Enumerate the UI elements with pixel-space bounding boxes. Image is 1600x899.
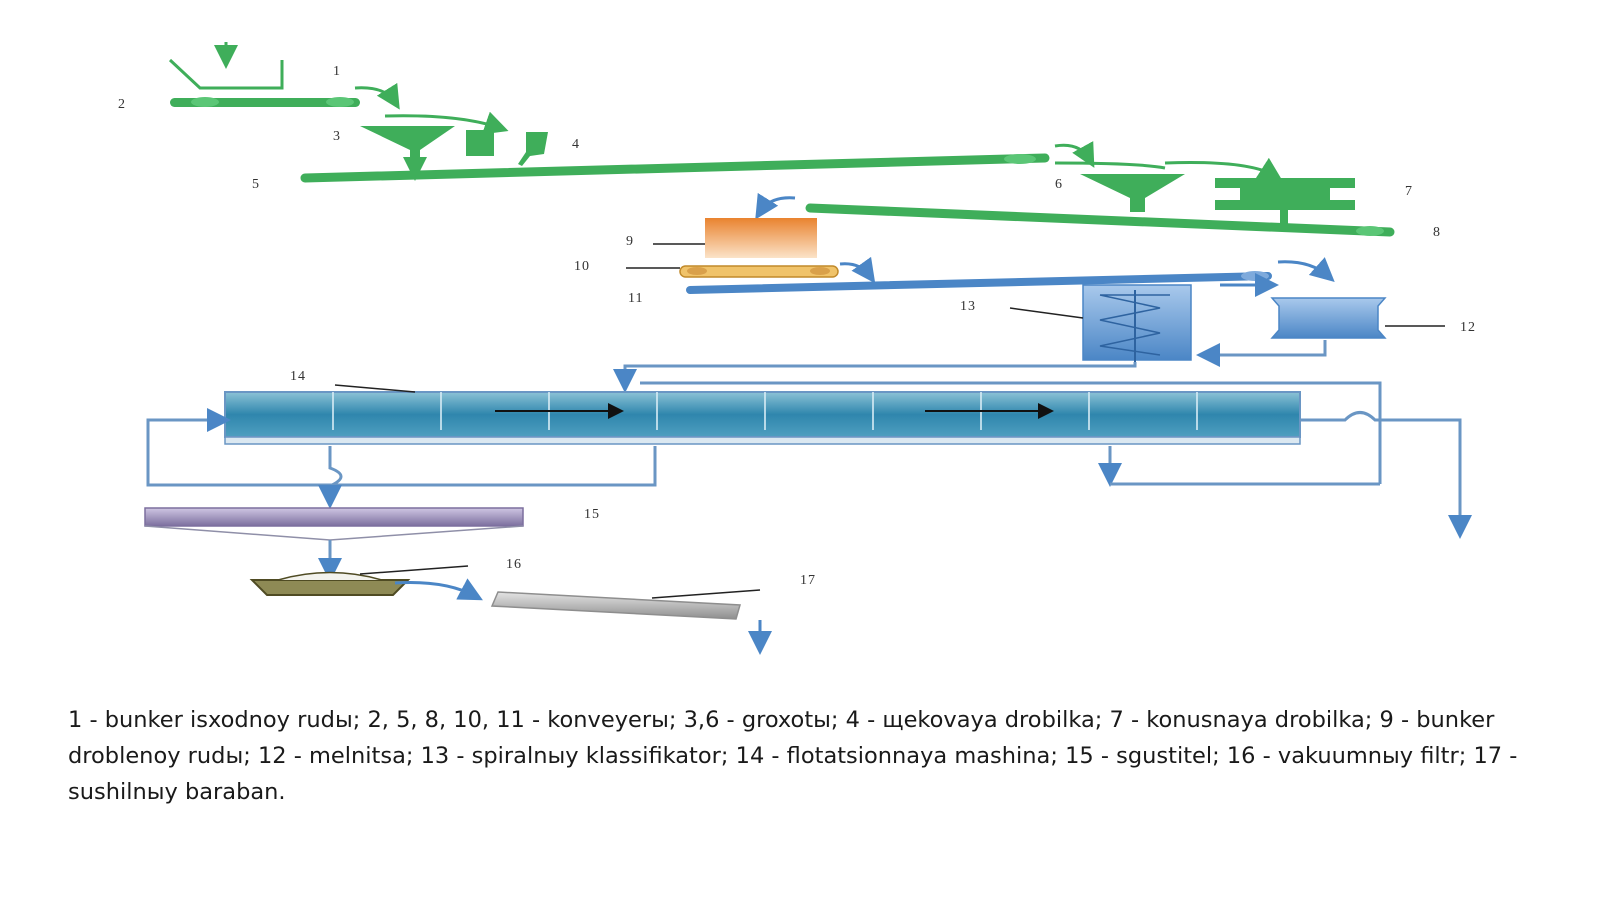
label-8: 8 [1433, 225, 1441, 240]
label-6: 6 [1055, 177, 1063, 192]
label-4: 4 [572, 137, 580, 152]
label-10: 10 [574, 259, 590, 274]
label-5: 5 [252, 177, 260, 192]
spiral-classifier [1009, 284, 1192, 366]
label-13: 13 [960, 299, 976, 314]
mill [1196, 297, 1445, 367]
jaw-crusher [466, 130, 548, 166]
drying-drum [490, 589, 772, 655]
vacuum-filter [249, 565, 483, 601]
label-3: 3 [333, 129, 341, 144]
label-9: 9 [626, 234, 634, 249]
conveyor-10 [626, 256, 876, 284]
conveyor-2 [170, 82, 400, 110]
label-15: 15 [584, 507, 600, 522]
label-2: 2 [118, 97, 126, 112]
cone-crusher [1215, 178, 1355, 228]
screen-6 [1080, 174, 1185, 212]
conveyor-8 [755, 192, 1395, 237]
label-7: 7 [1405, 184, 1413, 199]
label-11: 11 [628, 291, 643, 306]
diagram-caption: 1 - bunker isxodnoy rudы; 2, 5, 8, 10, 1… [68, 707, 1518, 805]
label-14: 14 [290, 369, 306, 384]
conveyor-11 [686, 257, 1335, 297]
label-16: 16 [506, 557, 522, 572]
flotation-machine [146, 384, 1472, 539]
slurry-pipe [613, 362, 1382, 484]
label-17: 17 [800, 573, 816, 588]
feed-bunker [168, 42, 284, 90]
crushed-ore-bunker [653, 218, 817, 258]
thickener [144, 507, 524, 582]
flotation-flowsheet-diagram: 1 2 3 4 5 6 7 8 9 10 11 12 13 14 15 16 1… [118, 42, 1476, 655]
conveyor-5 [300, 141, 1283, 183]
label-12: 12 [1460, 320, 1476, 335]
label-1: 1 [333, 64, 341, 79]
